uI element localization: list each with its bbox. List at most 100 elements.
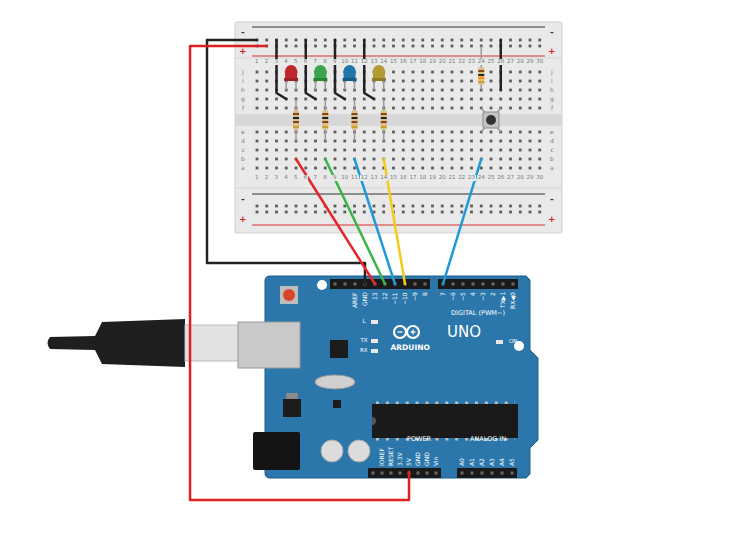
breadboard-hole <box>470 89 473 92</box>
breadboard-hole <box>275 205 278 208</box>
pin-label: GND <box>362 292 368 306</box>
pin-label: A4 <box>499 458 505 466</box>
wire-black <box>364 40 374 99</box>
board-label: ON <box>509 339 517 345</box>
header-pin <box>344 283 347 286</box>
indicator-led <box>371 349 378 353</box>
small-part <box>333 400 341 408</box>
logo-text: UNO <box>447 325 481 340</box>
button-body <box>483 112 499 128</box>
row-letter: b <box>550 156 554 162</box>
breadboard-hole <box>402 71 405 74</box>
breadboard-hole <box>324 149 327 152</box>
breadboard-hole <box>285 158 288 161</box>
header-pin <box>399 472 402 475</box>
breadboard-hole <box>402 39 405 42</box>
column-number: 4 <box>283 59 289 65</box>
header-pin <box>461 472 464 475</box>
column-number: 11 <box>350 175 359 181</box>
breadboard-hole <box>382 205 385 208</box>
usb-metal <box>185 325 240 361</box>
breadboard-hole <box>538 98 541 101</box>
breadboard-hole <box>373 140 376 143</box>
breadboard-hole <box>373 131 376 134</box>
row-letter: j <box>242 69 244 75</box>
breadboard-hole <box>314 167 317 170</box>
breadboard-hole <box>470 158 473 161</box>
breadboard-hole <box>343 45 346 48</box>
resistor-band <box>478 74 484 76</box>
column-number: 21 <box>448 59 457 65</box>
header-pin <box>426 472 429 475</box>
breadboard-hole <box>451 211 454 214</box>
breadboard-hole <box>402 80 405 83</box>
breadboard-hole <box>451 158 454 161</box>
column-number: 7 <box>313 59 319 65</box>
breadboard-hole <box>421 211 424 214</box>
breadboard-hole <box>538 149 541 152</box>
led-blue <box>343 65 357 90</box>
breadboard-hole <box>402 158 405 161</box>
breadboard-hole <box>256 107 259 110</box>
row-letter: j <box>551 69 553 75</box>
breadboard-hole <box>529 149 532 152</box>
breadboard-hole <box>343 149 346 152</box>
pin-label: Vin <box>433 457 439 466</box>
column-number: 14 <box>379 59 388 65</box>
breadboard-hole <box>490 107 493 110</box>
breadboard-hole <box>470 211 473 214</box>
column-number: 8 <box>322 175 328 181</box>
breadboard-hole <box>334 98 337 101</box>
column-number: 3 <box>274 59 280 65</box>
breadboard-hole <box>499 149 502 152</box>
wire-black <box>306 40 316 99</box>
pin-label: GND <box>424 452 430 466</box>
breadboard-hole <box>538 131 541 134</box>
column-number: 15 <box>389 175 398 181</box>
breadboard-hole <box>392 45 395 48</box>
breadboard-hole <box>431 158 434 161</box>
breadboard-hole <box>451 167 454 170</box>
breadboard-hole <box>441 98 444 101</box>
resistor-symbol <box>293 99 299 141</box>
breadboard-hole <box>265 158 268 161</box>
breadboard-hole <box>285 205 288 208</box>
breadboard-hole <box>431 211 434 214</box>
breadboard-hole <box>538 158 541 161</box>
breadboard-hole <box>431 89 434 92</box>
breadboard-hole <box>538 89 541 92</box>
led-leg <box>354 80 356 90</box>
breadboard-hole <box>441 107 444 110</box>
arduino-logo <box>394 326 419 338</box>
breadboard-hole <box>314 158 317 161</box>
breadboard-hole <box>275 158 278 161</box>
breadboard-hole <box>431 45 434 48</box>
breadboard-hole <box>265 140 268 143</box>
column-number: 12 <box>360 59 369 65</box>
header-pins <box>334 283 515 475</box>
breadboard-hole <box>265 39 268 42</box>
column-number: 8 <box>322 59 328 65</box>
breadboard-hole <box>314 39 317 42</box>
row-letter: b <box>241 156 245 162</box>
breadboard-hole <box>490 205 493 208</box>
wire-black <box>500 40 503 90</box>
breadboard-hole <box>265 80 268 83</box>
small-chip <box>330 340 348 358</box>
breadboard-hole <box>538 107 541 110</box>
breadboard-hole <box>460 205 463 208</box>
resistor-body <box>381 110 387 130</box>
breadboard-hole <box>470 167 473 170</box>
power-jack <box>253 432 300 470</box>
resistor-band <box>322 117 328 119</box>
column-number: 30 <box>535 175 544 181</box>
led-leg <box>295 80 297 90</box>
breadboard-hole <box>421 45 424 48</box>
breadboard-hole <box>412 149 415 152</box>
breadboard-hole <box>490 89 493 92</box>
led-rim <box>313 78 327 81</box>
indicator-led <box>371 339 378 343</box>
breadboard-hole <box>480 167 483 170</box>
breadboard-hole <box>412 80 415 83</box>
